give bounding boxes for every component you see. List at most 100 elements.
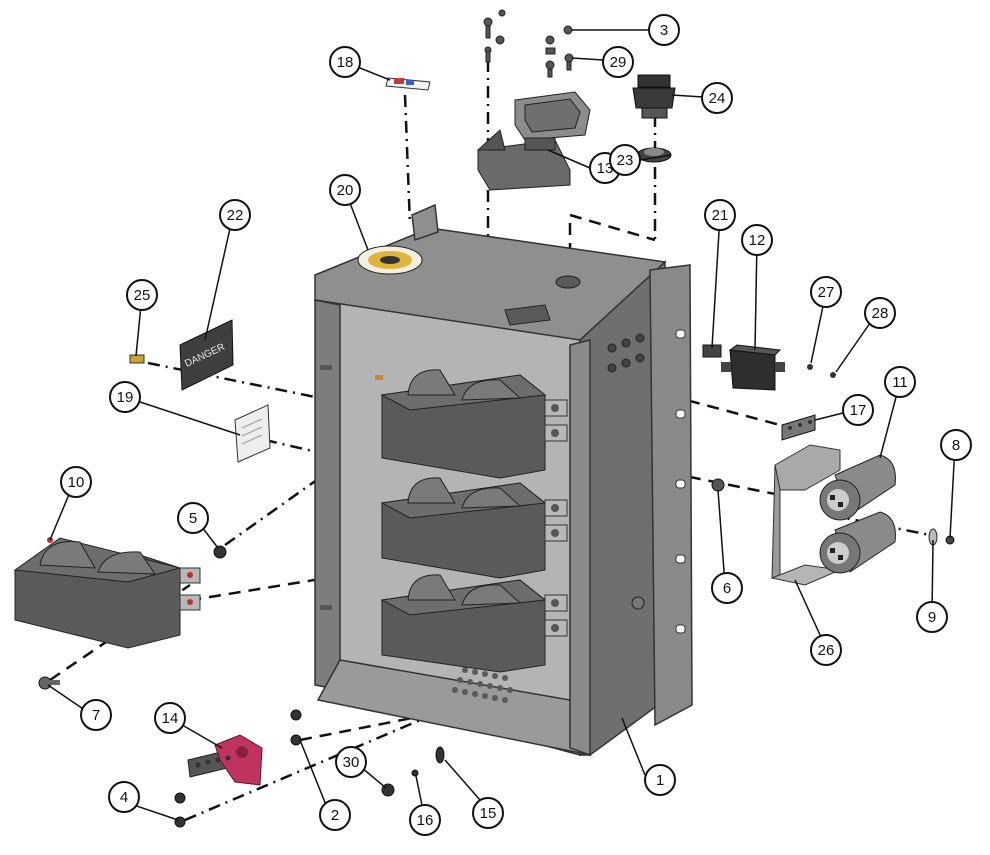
callout-1: 1 bbox=[644, 764, 676, 796]
callout-3: 3 bbox=[648, 14, 680, 46]
bolt-washer bbox=[928, 528, 955, 546]
callout-18: 18 bbox=[329, 46, 361, 78]
callout-circle bbox=[319, 799, 351, 831]
callout-29: 29 bbox=[602, 46, 634, 78]
callout-bubbles: 1234567891011121314151617181920212223242… bbox=[60, 14, 972, 836]
callout-30: 30 bbox=[335, 746, 367, 778]
callout-number: 16 bbox=[417, 812, 434, 829]
callout-circle bbox=[154, 702, 186, 734]
callout-number: 22 bbox=[227, 207, 244, 224]
bolt-7 bbox=[38, 676, 60, 690]
top-hole bbox=[555, 275, 581, 289]
callout-25: 25 bbox=[126, 279, 158, 311]
callout-circle bbox=[842, 394, 874, 426]
flange-slot bbox=[675, 409, 686, 419]
callout-number: 1 bbox=[656, 772, 664, 789]
callout-circle bbox=[602, 46, 634, 78]
callout-number: 17 bbox=[850, 402, 867, 419]
callout-number: 18 bbox=[337, 54, 354, 71]
flange-slot bbox=[675, 554, 686, 564]
callout-26: 26 bbox=[810, 634, 842, 666]
callout-number: 10 bbox=[68, 474, 85, 491]
callout-22: 22 bbox=[219, 199, 251, 231]
callout-number: 3 bbox=[660, 22, 668, 39]
callout-number: 14 bbox=[162, 710, 179, 727]
callout-14: 14 bbox=[154, 702, 186, 734]
callout-2: 2 bbox=[319, 799, 351, 831]
callout-circle bbox=[884, 366, 916, 398]
callout-number: 20 bbox=[337, 182, 354, 199]
callout-number: 4 bbox=[120, 789, 128, 806]
transformer-upper bbox=[380, 369, 568, 479]
side-knockouts bbox=[607, 333, 645, 373]
transformer-middle bbox=[380, 477, 568, 579]
callout-27: 27 bbox=[810, 276, 842, 308]
callout-number: 24 bbox=[709, 90, 726, 107]
callout-circle bbox=[80, 699, 112, 731]
bolt-5 bbox=[213, 545, 227, 559]
capacitor-upper bbox=[819, 454, 896, 521]
callout-circle bbox=[810, 634, 842, 666]
callout-28: 28 bbox=[864, 297, 896, 329]
callout-circle bbox=[108, 781, 140, 813]
callout-circle bbox=[472, 797, 504, 829]
flange-slot bbox=[675, 624, 686, 634]
connector-housing bbox=[476, 91, 591, 191]
callout-circle bbox=[648, 14, 680, 46]
cable-gland bbox=[632, 74, 676, 119]
enclosure-front-frame bbox=[569, 339, 591, 757]
flange-slot bbox=[675, 479, 686, 489]
small-part-27 bbox=[807, 364, 813, 370]
callout-number: 30 bbox=[343, 754, 360, 771]
callout-number: 28 bbox=[872, 305, 889, 322]
callout-10: 10 bbox=[60, 466, 92, 498]
callout-23: 23 bbox=[609, 144, 641, 176]
logo-label bbox=[357, 245, 423, 275]
top-screws bbox=[483, 9, 574, 78]
callout-circle bbox=[644, 764, 676, 796]
callout-4: 4 bbox=[108, 781, 140, 813]
top-tab bbox=[411, 203, 439, 242]
callout-15: 15 bbox=[472, 797, 504, 829]
callout-number: 27 bbox=[818, 284, 835, 301]
callout-number: 29 bbox=[610, 54, 627, 71]
callout-5: 5 bbox=[177, 502, 209, 534]
callout-19: 19 bbox=[109, 381, 141, 413]
callout-circle bbox=[701, 82, 733, 114]
enclosure-left-wall bbox=[314, 299, 341, 691]
callout-number: 2 bbox=[331, 807, 339, 824]
mounting-flange bbox=[649, 264, 693, 727]
capacitor-lower bbox=[819, 511, 896, 574]
ground-screw-hole bbox=[631, 596, 645, 610]
callout-circle bbox=[704, 199, 736, 231]
relay-part bbox=[702, 344, 785, 391]
callout-number: 7 bbox=[92, 707, 100, 724]
transformer-lower bbox=[380, 574, 568, 673]
callout-number: 11 bbox=[892, 374, 908, 391]
callout-9: 9 bbox=[916, 601, 948, 633]
vent-holes bbox=[452, 667, 513, 703]
terminal-strip bbox=[781, 414, 816, 441]
info-label bbox=[234, 404, 271, 463]
callout-number: 19 bbox=[117, 389, 134, 406]
callout-21: 21 bbox=[704, 199, 736, 231]
callout-circle bbox=[916, 601, 948, 633]
callout-17: 17 bbox=[842, 394, 874, 426]
callout-number: 26 bbox=[818, 642, 835, 659]
callout-circle bbox=[335, 746, 367, 778]
callout-circle bbox=[940, 429, 972, 461]
callout-number: 6 bbox=[723, 580, 731, 597]
callout-11: 11 bbox=[884, 366, 916, 398]
callout-circle bbox=[60, 466, 92, 498]
callout-circle bbox=[219, 199, 251, 231]
callout-number: 25 bbox=[134, 287, 151, 304]
flange-slot bbox=[675, 329, 686, 339]
top-cutout bbox=[504, 304, 551, 326]
hex-nut bbox=[711, 478, 725, 492]
callout-16: 16 bbox=[409, 804, 441, 836]
ground-bar bbox=[187, 734, 263, 786]
capacitor-bracket bbox=[770, 444, 842, 586]
callout-circle bbox=[329, 46, 361, 78]
callout-circle bbox=[409, 804, 441, 836]
callout-12: 12 bbox=[741, 224, 773, 256]
